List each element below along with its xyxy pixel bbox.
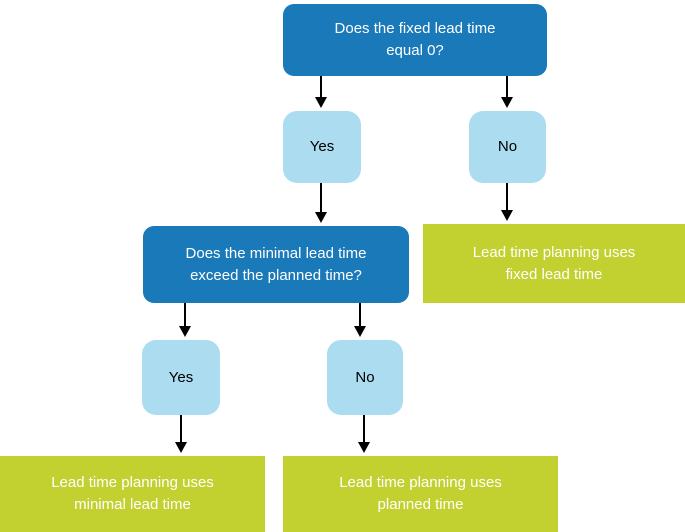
outcome-node-fixed-lead-time: Lead time planning uses fixed lead time <box>423 224 685 303</box>
arrow-head-icon <box>179 326 191 337</box>
arrow-decision2-to-yes2 <box>179 303 191 337</box>
arrow-yes1-to-decision2 <box>315 183 327 223</box>
arrow-stem <box>359 303 361 328</box>
outcome-node-minimal-lead-time: Lead time planning uses minimal lead tim… <box>0 456 265 532</box>
arrow-no2-to-outcome-planned <box>358 415 370 453</box>
arrow-stem <box>320 183 322 214</box>
arrow-decision2-to-no2 <box>354 303 366 337</box>
answer-node-no-2: No <box>327 340 403 415</box>
answer-node-yes-2: Yes <box>142 340 220 415</box>
arrow-decision1-to-no1 <box>501 76 513 108</box>
outcome-node-planned-time: Lead time planning uses planned time <box>283 456 558 532</box>
arrow-stem <box>184 303 186 328</box>
arrow-no1-to-outcome-fixed <box>501 183 513 221</box>
decision-node-fixed-lead-time: Does the fixed lead time equal 0? <box>283 4 547 76</box>
decision-node-minimal-lead-time: Does the minimal lead time exceed the pl… <box>143 226 409 303</box>
arrow-stem <box>320 76 322 99</box>
arrow-yes2-to-outcome-minimal <box>175 415 187 453</box>
arrow-head-icon <box>315 212 327 223</box>
arrow-stem <box>506 76 508 99</box>
answer-node-yes-1: Yes <box>283 111 361 183</box>
arrow-stem <box>180 415 182 444</box>
arrow-head-icon <box>315 97 327 108</box>
arrow-head-icon <box>501 97 513 108</box>
arrow-head-icon <box>175 442 187 453</box>
arrow-decision1-to-yes1 <box>315 76 327 108</box>
arrow-stem <box>363 415 365 444</box>
arrow-stem <box>506 183 508 212</box>
arrow-head-icon <box>501 210 513 221</box>
arrow-head-icon <box>354 326 366 337</box>
arrow-head-icon <box>358 442 370 453</box>
answer-node-no-1: No <box>469 111 546 183</box>
